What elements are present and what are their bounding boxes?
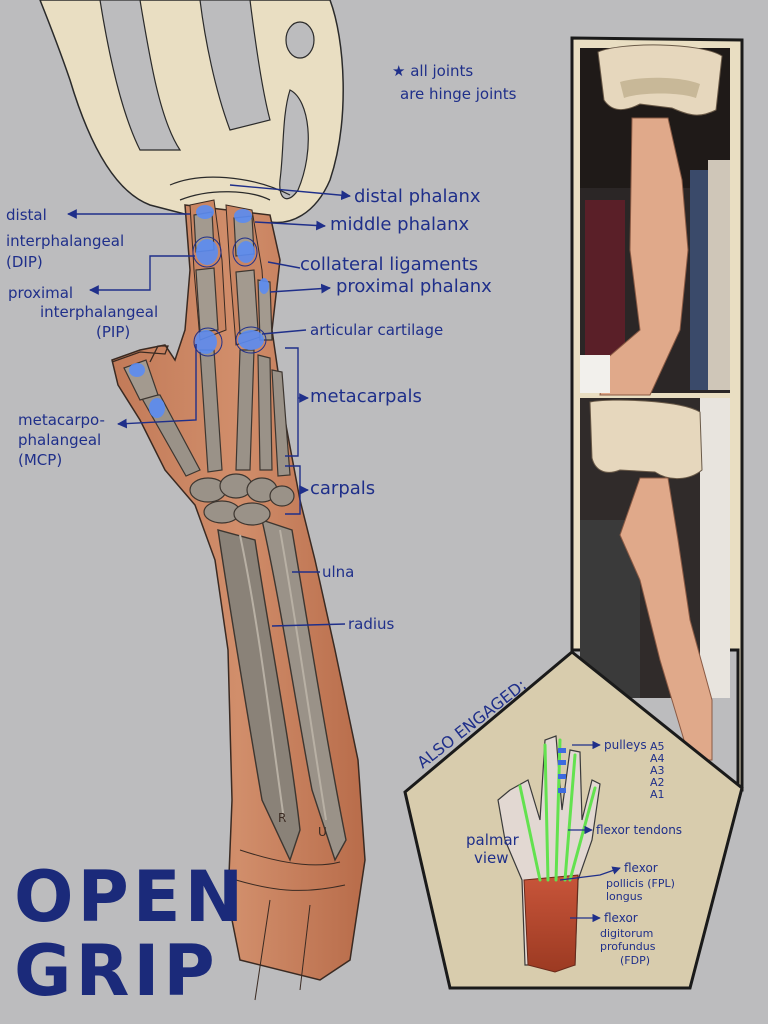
label-mcp-line2: phalangeal (18, 431, 102, 449)
label-bone-u: U (318, 825, 327, 839)
inset-fpl-line3: longus (606, 890, 643, 903)
inset-flexor-tendons: flexor tendons (596, 823, 683, 837)
label-carpals: carpals (310, 478, 376, 499)
label-pip-line1: proximal (8, 284, 74, 302)
hangboard-drawing (39, 0, 344, 224)
inset-fdp-line4: (FDP) (620, 954, 651, 967)
label-proximal-phalanx: proximal phalanx (336, 276, 492, 297)
label-pip-line2: interphalangeal (40, 303, 159, 321)
label-collateral-ligaments: collateral ligaments (300, 254, 479, 275)
hinge-note-line2: are hinge joints (400, 85, 517, 103)
label-articular-cartilage: articular cartilage (310, 321, 444, 339)
arm-anatomy-drawing (111, 191, 366, 1001)
inset-pulley-a4: A4 (650, 752, 665, 765)
label-ulna: ulna (322, 563, 355, 581)
label-dip-line3: (DIP) (6, 253, 43, 271)
hinge-note-line1: ★ all joints (392, 62, 474, 80)
inset-pulleys: pulleys (604, 738, 647, 752)
photo-top (580, 44, 730, 396)
label-distal-phalanx: distal phalanx (354, 186, 481, 207)
inset-pulley-a3: A3 (650, 764, 665, 777)
label-pip-line3: (PIP) (96, 323, 131, 341)
label-mcp-line1: metacarpo- (18, 411, 105, 429)
inset-pulley-a2: A2 (650, 776, 665, 789)
photo-bottom (580, 398, 730, 761)
inset-fpl-line1: flexor (624, 861, 658, 875)
label-mcp-line3: (MCP) (18, 451, 63, 469)
label-radius: radius (348, 615, 395, 633)
label-metacarpals: metacarpals (310, 386, 422, 407)
label-dip-line1: distal (6, 206, 47, 224)
label-bone-r: R (278, 811, 287, 825)
label-middle-phalanx: middle phalanx (330, 214, 470, 235)
also-engaged-inset (403, 650, 744, 990)
inset-pulley-a1: A1 (650, 788, 665, 801)
inset-fpl-line2: pollicis (FPL) (606, 877, 675, 890)
photo-frame (570, 36, 744, 792)
inset-palmar-line2: view (474, 849, 509, 867)
annotation-leaders (67, 184, 351, 627)
label-dip-line2: interphalangeal (6, 232, 125, 250)
inset-fdp-line2: digitorum (600, 927, 654, 940)
inset-pulley-a5: A5 (650, 740, 665, 753)
inset-fdp-line3: profundus (600, 940, 656, 953)
title-line2: GRIP (14, 930, 219, 1012)
title-line1: OPEN (14, 856, 248, 938)
inset-fdp-line1: flexor (604, 911, 638, 925)
inset-palmar-line1: palmar (466, 831, 519, 849)
